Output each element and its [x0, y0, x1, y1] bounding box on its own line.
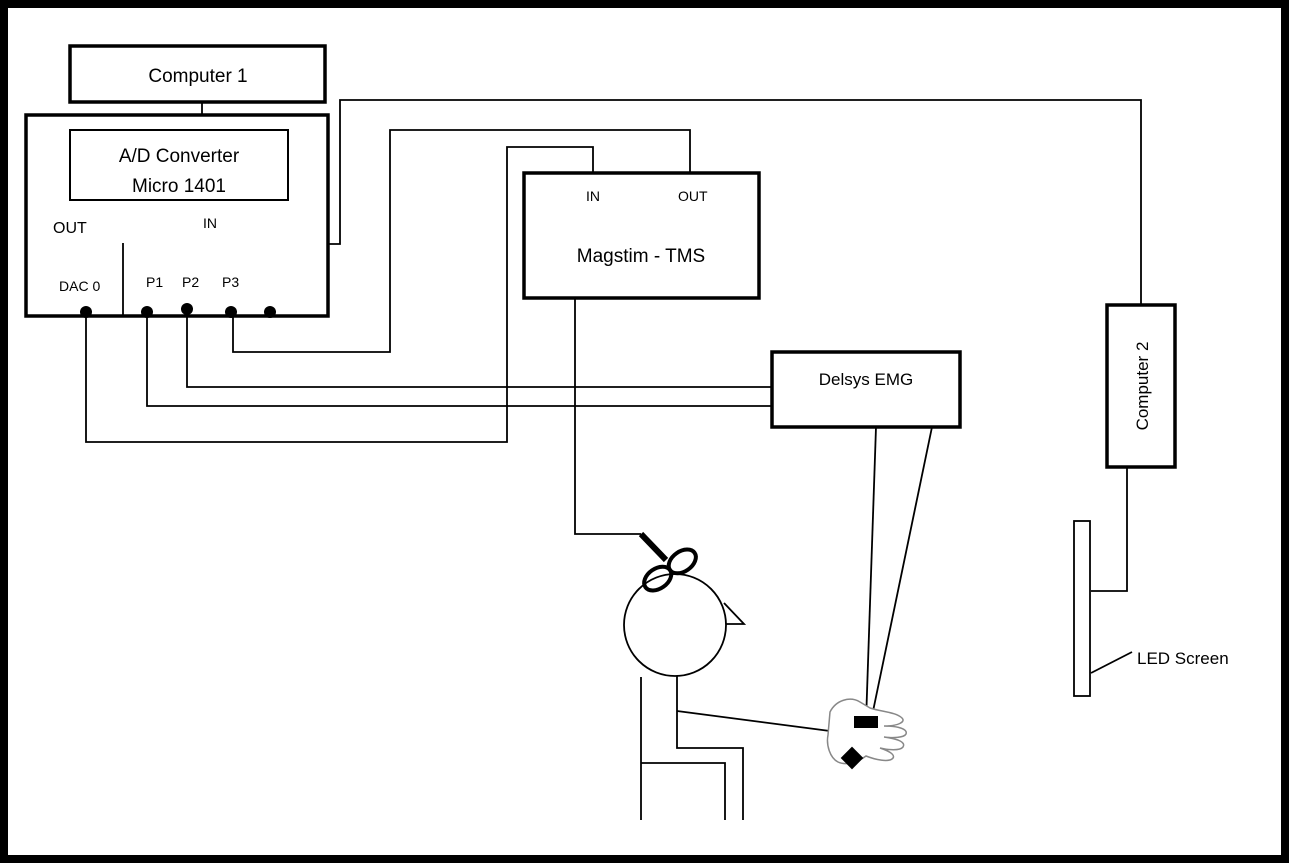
led-screen: LED Screen	[1073, 520, 1229, 697]
subject-arm	[676, 710, 831, 732]
daq-in-label: IN	[203, 215, 217, 231]
connection-wires	[85, 99, 1142, 746]
ad-converter-box	[69, 129, 289, 201]
magstim-box: IN OUT Magstim - TMS	[522, 171, 761, 300]
emg-electrode-1	[854, 716, 878, 728]
tms-coil-handle	[638, 531, 669, 563]
magstim-label: Magstim - TMS	[577, 246, 705, 267]
subject-body	[676, 676, 744, 820]
magstim-in-label: IN	[586, 188, 600, 204]
led-screen-label: LED Screen	[1137, 649, 1229, 668]
wire-p1-emg	[146, 312, 772, 407]
wire-computer2-screen	[1091, 467, 1128, 592]
magstim-out-label: OUT	[678, 188, 708, 204]
wire-dac0-magstim-in	[85, 146, 594, 443]
wire-p3-magstim-out	[232, 129, 691, 353]
tms-coil-icon	[642, 547, 698, 593]
p1-label: P1	[146, 274, 163, 290]
subject-head	[623, 573, 727, 677]
led-screen-panel	[1073, 520, 1091, 697]
wire-emg-electrode-2	[865, 426, 933, 746]
emg-label: Delsys EMG	[819, 370, 913, 389]
subject-nose	[723, 602, 747, 625]
p3-port	[225, 306, 237, 318]
emg-box: Delsys EMG	[770, 350, 962, 429]
wire-p2-emg	[186, 309, 772, 388]
computer1-box: Computer 1	[68, 44, 327, 104]
daq-unit: A/D Converter Micro 1401 OUT IN DAC 0 P1…	[24, 113, 330, 318]
emg-electrode-2	[840, 746, 864, 770]
computer1-label: Computer 1	[148, 66, 247, 87]
p1-port	[141, 306, 153, 318]
computer2-box: Computer 2	[1105, 303, 1177, 469]
p4-port	[264, 306, 276, 318]
wire-daq-computer2	[328, 99, 1142, 305]
dac0-label: DAC 0	[59, 278, 100, 294]
ad-converter-line2: Micro 1401	[132, 176, 226, 197]
ad-converter-line1: A/D Converter	[119, 146, 240, 167]
p3-label: P3	[222, 274, 239, 290]
wire-emg-electrode-1	[865, 426, 877, 723]
daq-out-label: OUT	[53, 220, 87, 237]
led-screen-pointer	[1090, 651, 1133, 674]
wire-magstim-coil	[574, 298, 641, 535]
p2-port	[181, 303, 193, 315]
hand-icon	[826, 698, 907, 770]
computer2-label: Computer 2	[1133, 342, 1152, 431]
chair-seat	[641, 762, 726, 820]
dac0-port	[80, 306, 92, 318]
subject-figure	[623, 531, 831, 820]
p2-label: P2	[182, 274, 199, 290]
